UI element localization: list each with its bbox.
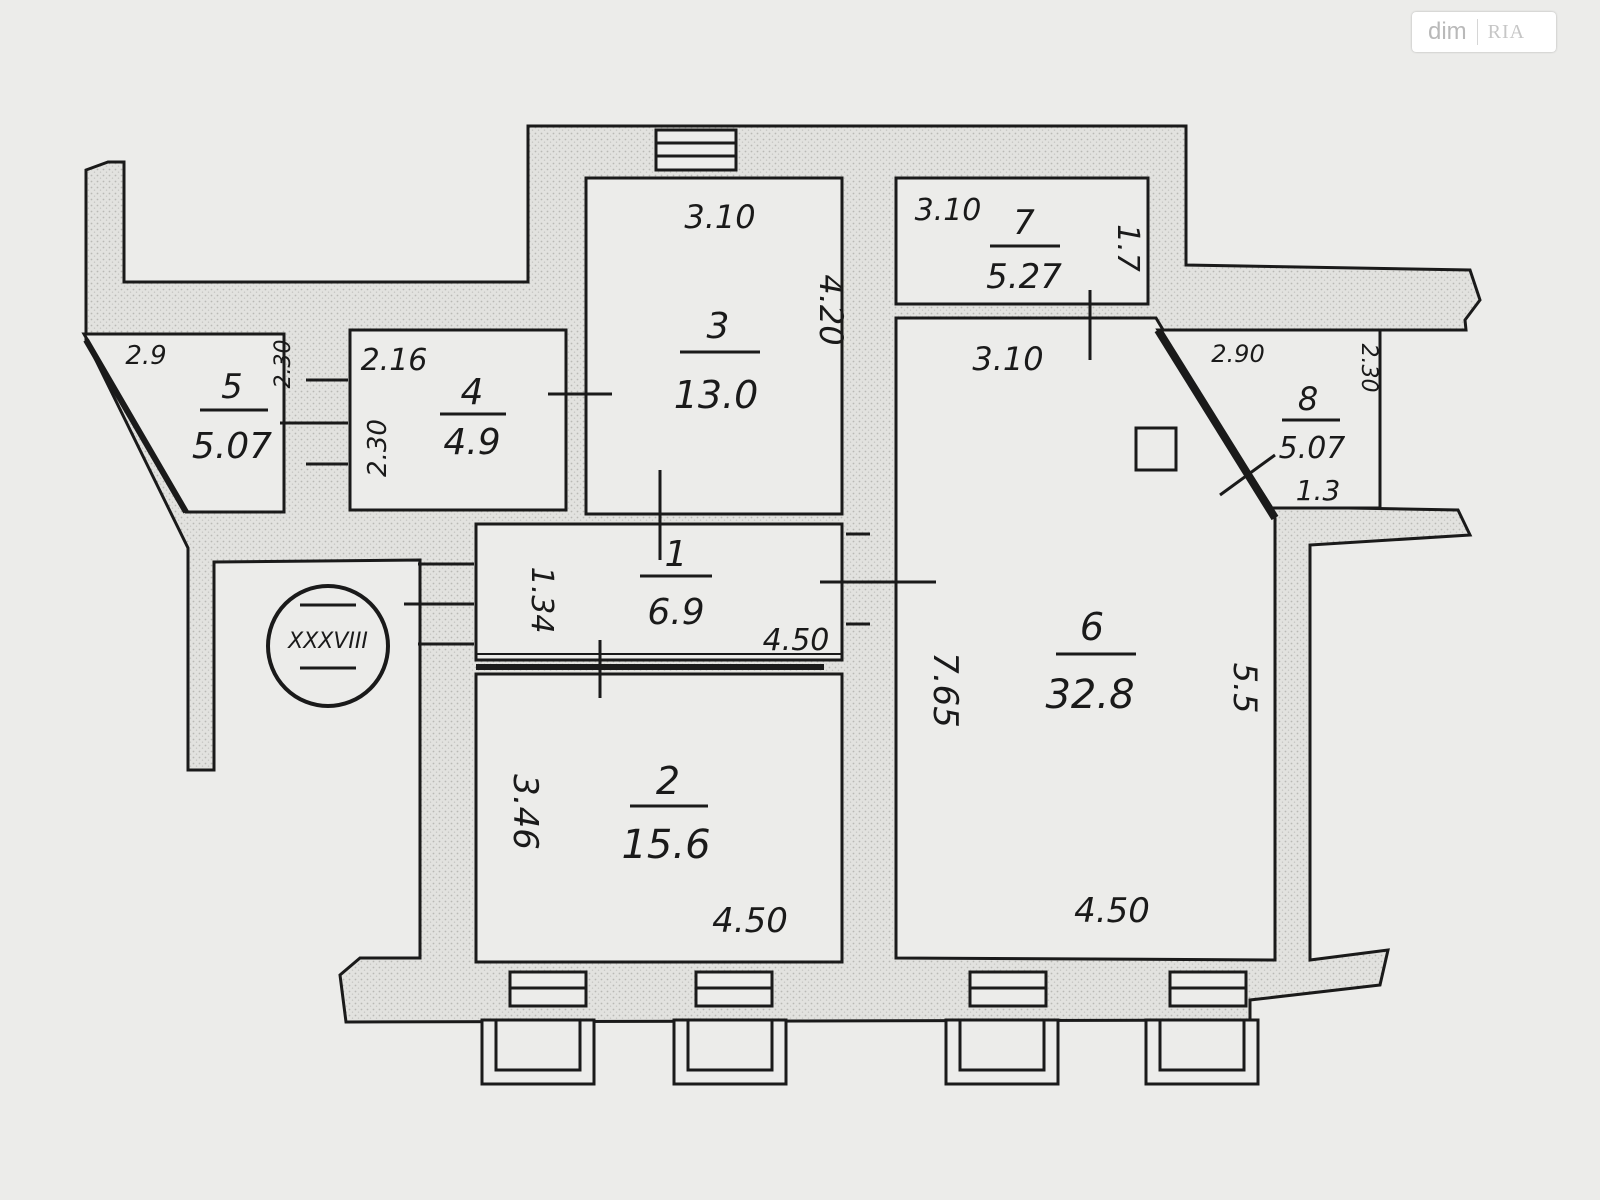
dim-room2-left: 3.46	[505, 774, 545, 850]
section-mark: XXXVIII	[266, 584, 390, 708]
room-8-area-value: 5.07	[1279, 431, 1346, 466]
chimney-shaft	[1134, 426, 1178, 472]
dim-room8-bottom: 1.3	[1296, 474, 1341, 507]
watermark-brand: dim	[1428, 18, 1467, 45]
dim-room8-top: 2.90	[1211, 340, 1264, 368]
room-8-number: 8	[1298, 380, 1318, 418]
watermark: dim RIA	[1412, 12, 1556, 52]
watermark-brand-ria: RIA	[1487, 20, 1526, 43]
dim-room1-left: 1.34	[524, 567, 559, 634]
dim-room5-top: 2.9	[125, 341, 166, 371]
room-3-number: 3	[707, 306, 730, 347]
dim-room4-top: 2.16	[361, 343, 428, 378]
dim-room3-right: 4.20	[812, 274, 850, 345]
dim-room7-left: 3.10	[915, 193, 982, 228]
room-7-area	[894, 176, 1150, 306]
dim-room6-top: 3.10	[972, 340, 1043, 378]
room-5-area-value: 5.07	[192, 426, 272, 467]
room-labels: 3 13.0 7 5.27 6 32.8 8 5.07 4 4.9 5 5.07…	[192, 203, 1345, 868]
room-7-area-value: 5.27	[986, 257, 1062, 297]
room-7-number: 7	[1013, 203, 1035, 243]
room-2-number: 2	[656, 759, 680, 803]
section-mark-label: XXXVIII	[287, 629, 368, 654]
watermark-divider	[1476, 19, 1478, 45]
dim-room2-bottom: 4.50	[712, 901, 788, 941]
room-1-area-value: 6.9	[647, 592, 704, 633]
dimension-labels: 3.10 4.20 3.10 1.7 3.10 7.65 5.5 4.50 2.…	[125, 193, 1381, 941]
room-6-area-value: 32.8	[1045, 672, 1134, 718]
dim-room3-top: 3.10	[684, 198, 755, 236]
room-1-area	[474, 522, 844, 662]
room-5-area	[81, 332, 286, 514]
room-6-number: 6	[1080, 605, 1104, 649]
room-6-area	[894, 316, 1277, 962]
dim-room6-bottom: 4.50	[1074, 891, 1150, 931]
room-2-area-value: 15.6	[621, 822, 710, 868]
room-1-number: 1	[665, 534, 688, 575]
room-4-area	[348, 328, 568, 512]
room-3-area	[584, 176, 844, 516]
plan-details	[83, 128, 1279, 1086]
dim-room5-right: 2.30	[271, 340, 296, 389]
dim-room7-right: 1.7	[1110, 224, 1145, 272]
rooms-fill	[81, 176, 1382, 964]
room-3-area-value: 13.0	[674, 373, 759, 417]
room-2-area	[474, 672, 844, 964]
dim-room6-right: 5.5	[1226, 663, 1264, 714]
dim-room8-side: 2.30	[1356, 344, 1381, 393]
dim-room4-left: 2.30	[363, 419, 393, 477]
dim-room6-left: 7.65	[925, 652, 965, 728]
room-4-number: 4	[461, 372, 484, 413]
stair-block	[654, 128, 738, 172]
room-5-number: 5	[221, 367, 243, 407]
dim-room1-right: 4.50	[763, 623, 830, 658]
room-4-area-value: 4.9	[443, 422, 500, 463]
